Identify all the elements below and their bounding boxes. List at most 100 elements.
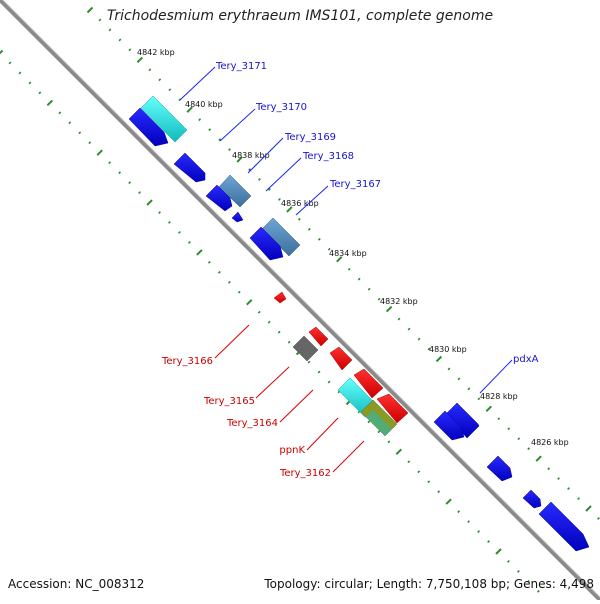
major-tick: [495, 548, 502, 555]
minor-tick: [547, 467, 551, 471]
major-tick: [336, 256, 343, 263]
minor-tick: [148, 68, 152, 72]
gene-cds-tery3166[interactable]: [273, 291, 287, 304]
major-tick: [585, 505, 592, 512]
minor-tick: [118, 171, 122, 175]
gene-label-ppnK[interactable]: ppnK: [279, 445, 305, 456]
tick-row-inner: [0, 49, 540, 593]
minor-tick: [307, 227, 311, 231]
minor-tick: [417, 337, 421, 341]
minor-tick: [108, 161, 112, 165]
minor-tick: [258, 178, 261, 181]
minor-tick: [347, 267, 351, 271]
minor-tick: [208, 128, 212, 132]
accession-text: Accession: NC_008312: [8, 577, 145, 591]
minor-tick: [477, 397, 481, 401]
gene-label-tery3168[interactable]: Tery_3168: [302, 151, 354, 162]
minor-tick: [18, 71, 22, 75]
gene-label-tery3162[interactable]: Tery_3162: [279, 468, 331, 479]
minor-tick: [108, 28, 112, 32]
minor-tick: [168, 221, 171, 224]
minor-tick: [207, 260, 211, 264]
gene-cds-tery3169[interactable]: [218, 174, 252, 208]
kbp-label: 4826 kbp: [531, 438, 569, 447]
minor-tick: [507, 427, 511, 431]
minor-tick: [237, 290, 241, 294]
minor-tick: [198, 118, 202, 122]
reverse-label-leaders: [214, 324, 365, 473]
minor-tick: [38, 91, 42, 95]
minor-tick: [467, 520, 470, 523]
gene-cds-tery3162-overlap: [366, 410, 392, 436]
minor-tick: [217, 270, 221, 274]
minor-tick: [597, 517, 600, 520]
minor-tick: [257, 310, 261, 314]
gene-cds-blue[interactable]: [205, 184, 233, 212]
major-tick: [535, 455, 542, 462]
minor-tick: [427, 347, 431, 351]
major-tick: [435, 355, 443, 363]
major-tick: [136, 56, 144, 64]
minor-tick: [78, 131, 82, 135]
major-tick: [236, 156, 243, 163]
major-tick: [96, 149, 103, 156]
minor-tick: [377, 297, 381, 301]
gene-cds-blue[interactable]: [173, 152, 206, 183]
gene-label-tery3164[interactable]: Tery_3164: [226, 418, 278, 429]
backbone-genes: [128, 107, 590, 552]
major-tick: [146, 199, 153, 206]
reverse-genes: [273, 291, 409, 437]
gene-cds-blue[interactable]: [249, 226, 284, 261]
gene-cds-blue[interactable]: [538, 501, 590, 552]
gene-cds-red[interactable]: [353, 368, 384, 399]
minor-tick: [317, 237, 321, 241]
kbp-label: 4836 kbp: [281, 199, 319, 208]
kbp-label: 4842 kbp: [137, 48, 175, 57]
minor-tick: [158, 211, 161, 214]
minor-tick: [287, 340, 291, 344]
minor-tick: [278, 198, 281, 201]
major-tick: [0, 49, 4, 55]
gene-cds-red[interactable]: [376, 393, 409, 424]
gene-label-tery3167[interactable]: Tery_3167: [329, 179, 381, 190]
gene-cds-tery3164[interactable]: [329, 346, 353, 371]
gene-cds-gray[interactable]: [292, 335, 319, 362]
minor-tick: [227, 280, 231, 284]
gene-cds-blue[interactable]: [128, 107, 169, 147]
minor-tick: [138, 191, 141, 194]
minor-tick: [268, 188, 271, 191]
minor-tick: [517, 570, 520, 573]
genome-title: Trichodesmium erythraeum IMS101, complet…: [106, 8, 494, 24]
major-tick: [445, 498, 452, 505]
gene-label-pdxA[interactable]: pdxA: [513, 354, 539, 365]
minor-tick: [317, 370, 321, 374]
minor-tick: [397, 317, 401, 321]
minor-tick: [407, 327, 411, 331]
gene-label-tery3171[interactable]: Tery_3171: [215, 61, 267, 72]
minor-tick: [437, 490, 441, 494]
gene-cds-tery3165[interactable]: [308, 326, 329, 347]
major-tick: [46, 99, 54, 107]
gene-cds-blue[interactable]: [433, 410, 465, 441]
minor-tick: [527, 447, 531, 451]
gene-label-tery3165[interactable]: Tery_3165: [203, 396, 255, 407]
minor-tick: [267, 320, 271, 324]
minor-tick: [367, 287, 371, 291]
gene-cds-blue[interactable]: [231, 211, 244, 223]
minor-tick: [327, 247, 331, 251]
gene-label-tery3166[interactable]: Tery_3166: [161, 356, 213, 367]
gene-cds-blue[interactable]: [522, 489, 542, 509]
minor-tick: [168, 88, 172, 92]
minor-tick: [277, 330, 281, 334]
gene-cds-pdxA[interactable]: [445, 402, 480, 439]
minor-tick: [567, 487, 570, 490]
kbp-label: 4840 kbp: [185, 100, 223, 109]
gene-label-tery3170[interactable]: Tery_3170: [255, 102, 307, 113]
gene-label-tery3169[interactable]: Tery_3169: [284, 132, 336, 143]
gene-cds-blue[interactable]: [486, 455, 513, 482]
major-tick: [286, 206, 293, 213]
minor-tick: [457, 510, 461, 514]
gene-cds-tery3171[interactable]: [140, 95, 188, 143]
